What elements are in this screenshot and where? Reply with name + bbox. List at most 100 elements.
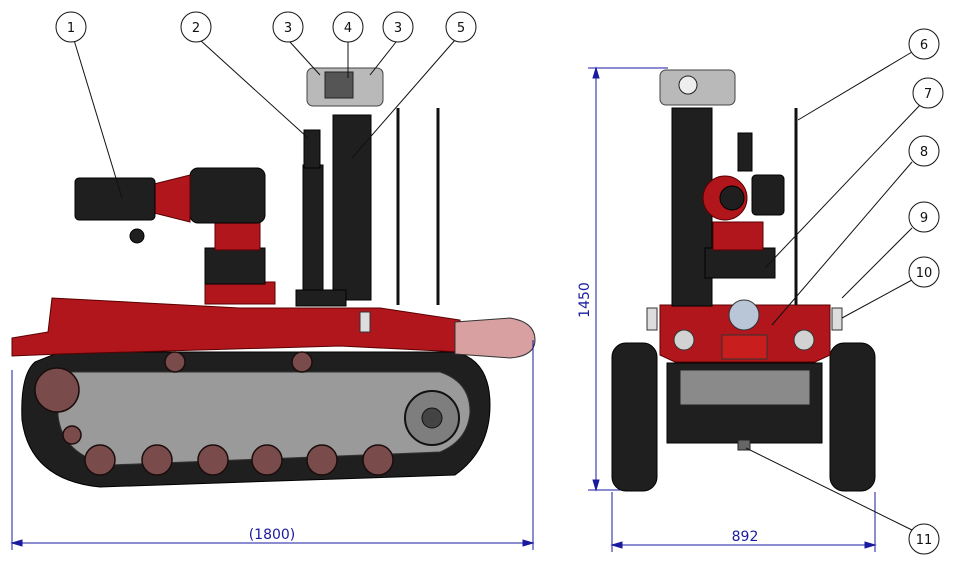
callout-6: 6 <box>908 28 940 60</box>
front-bottom-nozzle <box>737 439 751 451</box>
leader-line-7 <box>764 104 921 269</box>
leader-line-10 <box>841 279 913 319</box>
callout-label: 9 <box>920 211 928 226</box>
callout-circle <box>272 11 304 43</box>
drive-sprocket-hub <box>421 407 443 429</box>
road-wheels <box>34 351 394 476</box>
callout-4: 4 <box>332 11 364 43</box>
leader-line-9 <box>841 227 913 299</box>
side-mast <box>332 114 372 301</box>
side-mast-thin <box>302 164 324 291</box>
front-camera-head <box>659 69 736 106</box>
front-cannon-motor <box>751 174 785 216</box>
side-chassis <box>11 297 461 357</box>
front-light-left <box>673 329 695 351</box>
leader-lines <box>73 39 921 531</box>
callout-circle <box>55 11 87 43</box>
side-warning-light <box>359 311 371 333</box>
road-wheel <box>84 444 116 476</box>
cannon-motor <box>189 167 266 224</box>
height-arrow-bottom <box>592 479 600 492</box>
return-roller <box>291 351 313 373</box>
turret-body <box>204 247 266 285</box>
callout-circle <box>908 523 940 555</box>
callout-circle <box>908 201 940 233</box>
callout-label: 10 <box>916 266 933 281</box>
callout-circle <box>908 256 940 288</box>
callout-2: 2 <box>180 11 212 43</box>
front-view <box>611 69 876 492</box>
front-cannon-bore <box>719 185 745 211</box>
callout-circle <box>332 11 364 43</box>
callout-label: 6 <box>920 38 928 53</box>
width-arrow-right <box>864 541 877 549</box>
callout-11: 11 <box>908 523 940 555</box>
callout-1: 1 <box>55 11 87 43</box>
callout-label: 8 <box>920 145 928 160</box>
leader-line-3b <box>369 41 397 76</box>
callout-circle <box>180 11 212 43</box>
callout-label: 5 <box>457 21 465 36</box>
cannon-valve <box>129 228 145 244</box>
leader-line-6 <box>797 51 913 121</box>
return-roller <box>164 351 186 373</box>
height-arrow-top <box>592 66 600 79</box>
idler-wheel <box>34 367 80 413</box>
callout-circle <box>912 77 944 109</box>
callout-9: 9 <box>908 201 940 233</box>
leader-line-5 <box>351 39 456 159</box>
callout-circle <box>382 11 414 43</box>
front-track-left <box>611 342 658 492</box>
width-dimension-text: 892 <box>732 529 759 545</box>
length-dimension-text: (1800) <box>249 527 296 543</box>
leader-line-1 <box>73 39 123 199</box>
front-light-right <box>793 329 815 351</box>
callout-label: 7 <box>924 87 932 102</box>
road-wheel <box>362 444 394 476</box>
callout-circle <box>908 28 940 60</box>
callout-label: 3 <box>284 21 292 36</box>
front-nozzle <box>454 317 536 359</box>
front-lower-plate <box>679 369 811 406</box>
front-thin-mast <box>737 132 753 172</box>
front-turret <box>704 247 776 279</box>
front-track-right <box>829 342 876 492</box>
front-gauge <box>728 299 760 331</box>
thin-mast-top <box>303 129 321 169</box>
callout-label: 4 <box>344 21 352 36</box>
turret-base <box>204 281 276 305</box>
front-side-light-right <box>831 307 843 331</box>
height-dimension-text: 1450 <box>577 282 593 318</box>
front-hatch <box>721 334 768 360</box>
leader-line-2 <box>199 39 309 139</box>
small-wheel <box>62 425 82 445</box>
length-arrow-right <box>522 539 535 547</box>
side-camera-lens <box>324 71 354 99</box>
road-wheel <box>251 444 283 476</box>
callout-10: 10 <box>908 256 940 288</box>
leader-line-3a <box>289 41 321 76</box>
callout-3b: 3 <box>382 11 414 43</box>
length-arrow-left <box>10 539 23 547</box>
callout-label: 3 <box>394 21 402 36</box>
side-view <box>11 67 536 488</box>
side-mast-base <box>295 289 347 307</box>
front-side-light-left <box>646 307 658 331</box>
callout-8: 8 <box>908 135 940 167</box>
callout-3a: 3 <box>272 11 304 43</box>
front-camera-lens <box>678 75 698 95</box>
dimension-lines <box>10 66 877 552</box>
leader-line-8 <box>771 161 913 326</box>
callout-circle <box>445 11 477 43</box>
front-chassis <box>659 304 831 363</box>
callout-label: 2 <box>192 21 200 36</box>
turret-neck <box>214 219 261 251</box>
callout-label: 11 <box>916 533 933 548</box>
cannon-barrel <box>149 174 191 223</box>
front-turret-neck <box>712 221 764 251</box>
callout-label: 1 <box>67 21 75 36</box>
cannon-nozzle <box>74 177 156 221</box>
road-wheel <box>197 444 229 476</box>
callout-7: 7 <box>912 77 944 109</box>
